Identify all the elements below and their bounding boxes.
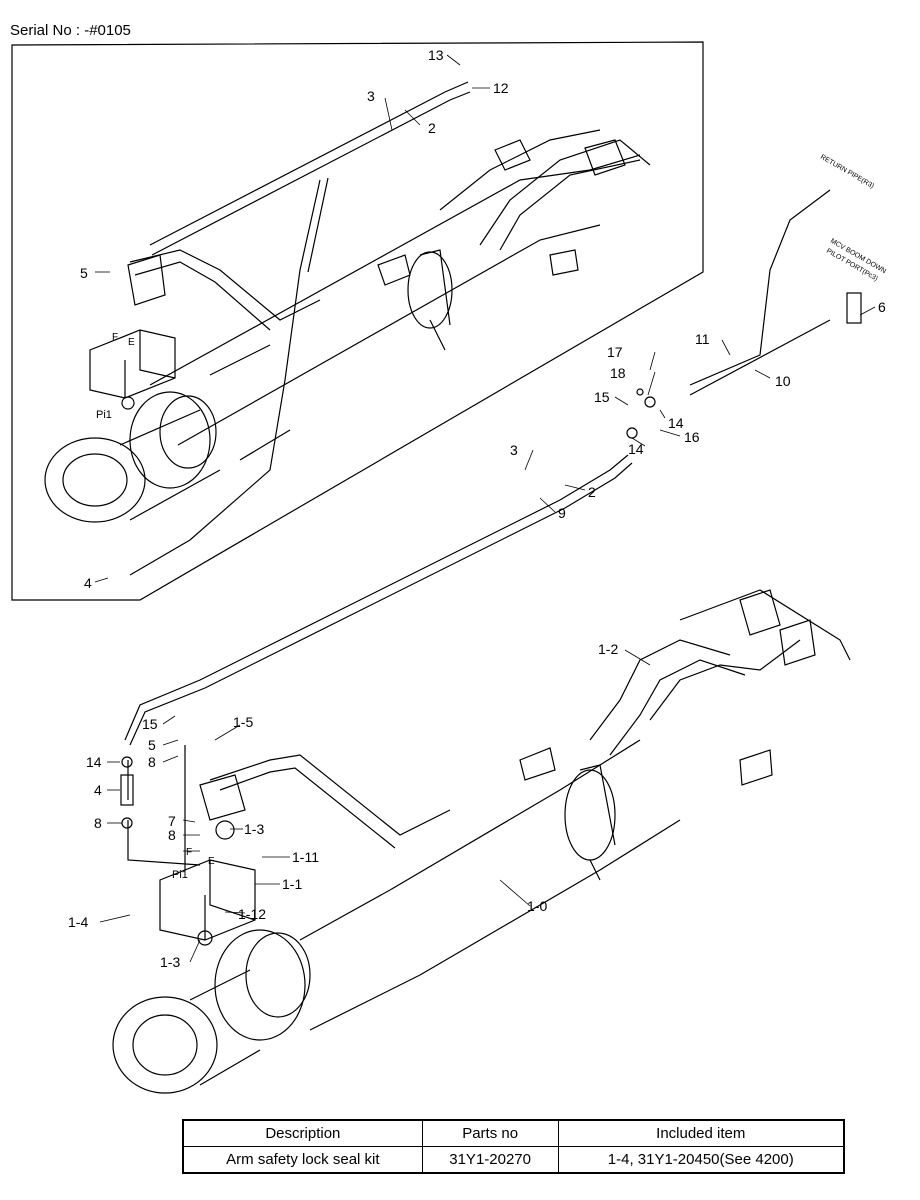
callout-15: 15 (594, 389, 610, 405)
callout-5: 5 (80, 265, 88, 281)
callout-8b: 8 (168, 827, 176, 843)
callout-1-3: 1-3 (244, 821, 264, 837)
callout-8c: 8 (94, 815, 102, 831)
callout-1-11: 1-11 (292, 849, 319, 865)
callout-2b: 2 (588, 484, 596, 500)
callout-1-2: 1-2 (598, 641, 618, 657)
callout-18: 18 (610, 365, 626, 381)
callout-14b: 14 (628, 441, 644, 457)
callout-13: 13 (428, 47, 444, 63)
callout-4: 4 (84, 575, 92, 591)
callout-12: 12 (493, 80, 509, 96)
label-f: F (186, 847, 192, 858)
label-pi1: Pi1 (172, 869, 188, 881)
callout-15b: 15 (142, 716, 158, 732)
note-return-pipe: RETURN PIPE(R3) (819, 154, 875, 190)
table-row: Arm safety lock seal kit 31Y1-20270 1-4,… (182, 1146, 845, 1174)
main-cylinder (112, 189, 851, 1094)
col-included-item: Included item (557, 1119, 845, 1147)
label-e: E (208, 856, 215, 867)
callout-6: 6 (878, 299, 886, 315)
table-header-row: Description Parts no Included item (182, 1119, 845, 1147)
callout-5b: 5 (148, 737, 156, 753)
callout-1-1: 1-1 (282, 876, 302, 892)
callout-labels: 13 12 3 2 5 4 Pi1 F E 17 18 15 14 16 14 … (68, 47, 887, 970)
serial-number: Serial No : -#0105 (10, 22, 131, 39)
callout-8: 8 (148, 754, 156, 770)
callout-16: 16 (684, 429, 700, 445)
inset-frame (11, 41, 704, 601)
callout-11: 11 (695, 331, 710, 347)
callout-1-5: 1-5 (233, 714, 253, 730)
callout-1-12: 1-12 (238, 906, 266, 922)
callout-1-4: 1-4 (68, 914, 88, 930)
label-pi1-inset: Pi1 (96, 409, 112, 421)
label-e-inset: E (128, 337, 135, 348)
callout-7: 7 (168, 813, 176, 829)
label-f-inset: F (112, 332, 118, 343)
callout-2: 2 (428, 120, 436, 136)
callout-3b: 3 (510, 442, 518, 458)
callout-9: 9 (558, 505, 566, 521)
cell-parts-no: 31Y1-20270 (421, 1146, 559, 1174)
callout-10: 10 (775, 373, 791, 389)
callout-1-3b: 1-3 (160, 954, 180, 970)
leader-lines (94, 54, 876, 963)
callout-14c: 14 (86, 754, 102, 770)
callout-17: 17 (607, 344, 623, 360)
cell-included-item: 1-4, 31Y1-20450(See 4200) (557, 1146, 845, 1174)
callout-3: 3 (367, 88, 375, 104)
col-description: Description (182, 1119, 423, 1147)
seal-kit-table: Description Parts no Included item Arm s… (182, 1119, 845, 1174)
inset-cylinder (44, 81, 651, 576)
callout-14: 14 (668, 415, 684, 431)
callout-1-0: 1-0 (527, 898, 547, 914)
callout-4b: 4 (94, 782, 102, 798)
col-parts-no: Parts no (421, 1119, 559, 1147)
cell-description: Arm safety lock seal kit (182, 1146, 423, 1174)
